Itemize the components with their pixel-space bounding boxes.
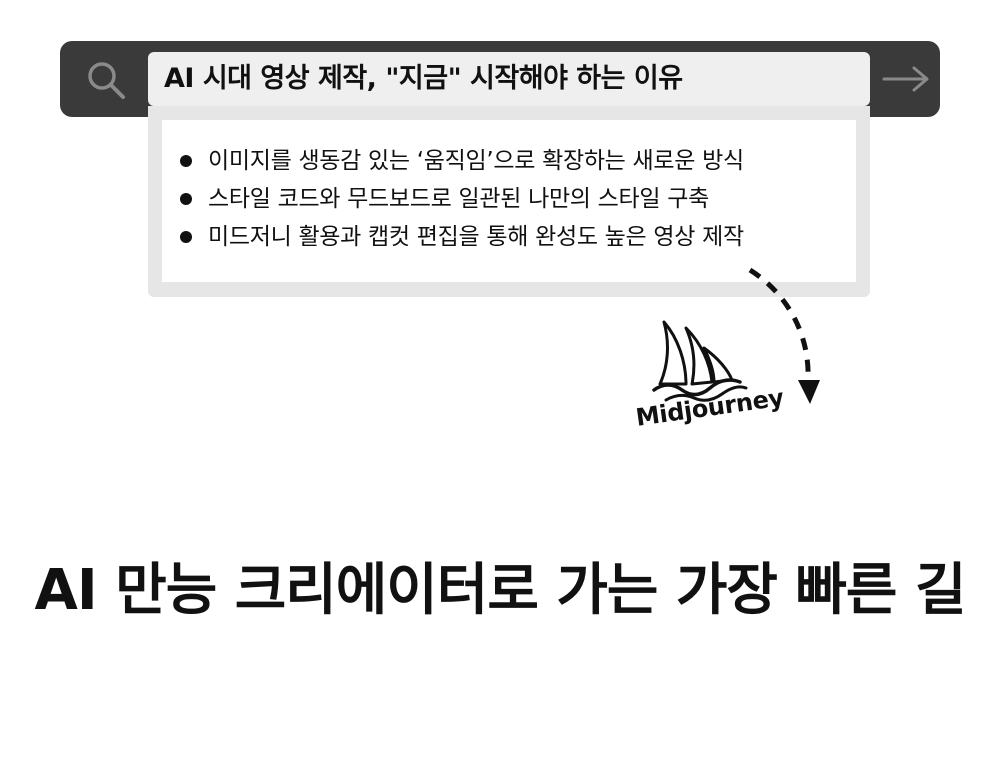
dashed-curved-arrow-icon	[748, 267, 820, 404]
suggestion-list: 이미지를 생동감 있는 ‘움직임’으로 확장하는 새로운 방식 스타일 코드와 …	[178, 142, 744, 256]
bullet-icon	[180, 231, 192, 243]
bullet-icon	[180, 193, 192, 205]
list-item-text: 스타일 코드와 무드보드로 일관된 나만의 스타일 구축	[208, 186, 709, 212]
list-item-text: 미드저니 활용과 캡컷 편집을 통해 완성도 높은 영상 제작	[208, 224, 744, 250]
bullet-icon	[180, 155, 192, 167]
list-item[interactable]: 스타일 코드와 무드보드로 일관된 나만의 스타일 구축	[178, 180, 744, 218]
search-icon[interactable]	[84, 58, 128, 102]
list-item-text: 이미지를 생동감 있는 ‘움직임’으로 확장하는 새로운 방식	[208, 148, 744, 174]
sailboat-icon	[652, 320, 748, 402]
suggestion-panel	[162, 120, 856, 282]
headline: AI 만능 크리에이터로 가는 가장 빠른 길	[34, 558, 967, 623]
list-item[interactable]: 이미지를 생동감 있는 ‘움직임’으로 확장하는 새로운 방식	[178, 142, 744, 180]
arrow-right-icon[interactable]	[882, 62, 930, 96]
search-input[interactable]: AI 시대 영상 제작, "지금" 시작해야 하는 이유	[148, 52, 870, 106]
list-item[interactable]: 미드저니 활용과 캡컷 편집을 통해 완성도 높은 영상 제작	[178, 218, 744, 256]
